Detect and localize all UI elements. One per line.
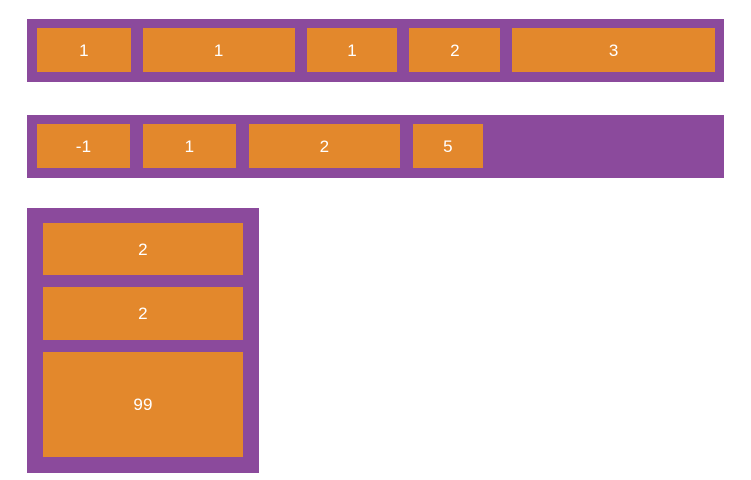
array-container-row-one: 1 1 1 2 3: [27, 19, 724, 82]
array-cell[interactable]: 2: [43, 287, 243, 340]
array-cell[interactable]: 1: [143, 124, 236, 168]
array-cell[interactable]: 2: [249, 124, 400, 168]
array-empty-space: [483, 124, 715, 168]
array-cell[interactable]: 1: [142, 28, 295, 72]
array-cell[interactable]: 1: [37, 28, 131, 72]
array-cell[interactable]: -1: [37, 124, 130, 168]
array-container-row-three: 2 2 99: [27, 208, 259, 473]
array-cell[interactable]: 5: [413, 124, 483, 168]
array-cell[interactable]: 2: [43, 223, 243, 275]
array-cell[interactable]: 99: [43, 352, 243, 457]
array-cell[interactable]: 1: [306, 28, 398, 72]
array-container-row-two: -1 1 2 5: [27, 115, 724, 178]
array-cell[interactable]: 2: [409, 28, 501, 72]
array-cell[interactable]: 3: [512, 28, 715, 72]
